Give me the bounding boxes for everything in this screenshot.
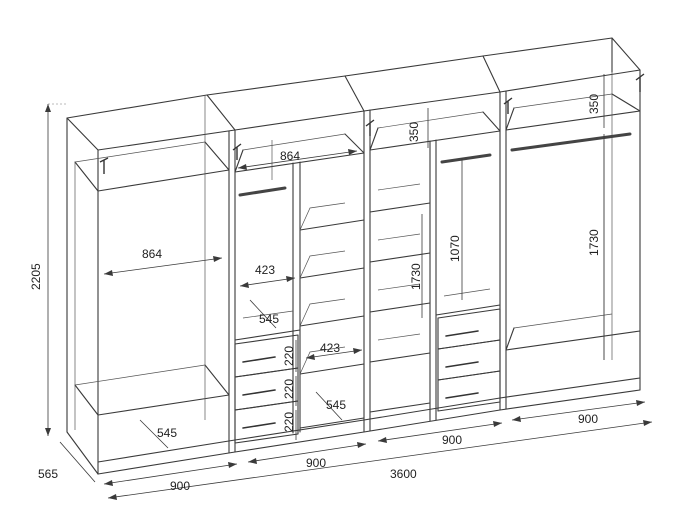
- label-inner-depth-mod2: 545: [259, 312, 279, 326]
- label-rod-width-left: 864: [142, 247, 162, 261]
- label-module-width-2: 900: [306, 456, 326, 470]
- module-4-internals: [505, 72, 641, 360]
- label-hanging-height-mod4: 1730: [587, 229, 601, 256]
- label-overall-depth: 565: [38, 467, 58, 481]
- label-overall-width: 3600: [390, 467, 417, 481]
- dimension-lines: [45, 74, 653, 500]
- hinge-icons: [99, 73, 645, 174]
- label-drawer-height-1: 220: [282, 346, 296, 366]
- label-module-width-3: 900: [442, 433, 462, 447]
- label-inner-depth-mod1: 545: [157, 426, 177, 440]
- wardrobe-carcass: [66, 37, 641, 475]
- label-hanging-height-mod3: 1070: [448, 235, 462, 262]
- label-drawer-height-3: 220: [282, 412, 296, 432]
- label-top-shelf-height-mod3: 350: [407, 122, 421, 142]
- label-top-width-mod2: 864: [280, 149, 300, 163]
- dimension-labels: 2205 565 3600 900 900 900 900 864 864 35…: [29, 94, 601, 493]
- module-3-internals: [369, 111, 501, 422]
- label-module-width-1: 900: [170, 479, 190, 493]
- label-drawer-height-2: 220: [282, 379, 296, 399]
- label-section-width-mod2: 423: [255, 263, 275, 277]
- label-module-width-4: 900: [578, 412, 598, 426]
- label-inner-depth-mod3: 545: [326, 398, 346, 412]
- label-shelf-height-mod3: 1730: [409, 263, 423, 290]
- label-section-width-mod3: 423: [320, 341, 340, 355]
- module-2-internals: [234, 133, 365, 444]
- label-top-shelf-height-mod4: 350: [587, 94, 601, 114]
- label-overall-height: 2205: [29, 263, 43, 290]
